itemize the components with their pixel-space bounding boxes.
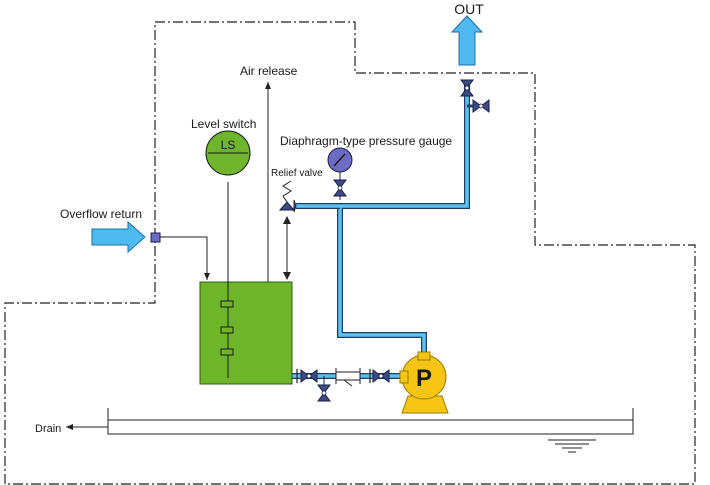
pipe-network [292, 82, 470, 379]
ls-label: LS [221, 138, 236, 152]
level-switch-label: Level switch [191, 117, 256, 131]
bypass-valve [472, 99, 490, 113]
level-switch-icon [205, 130, 251, 176]
drain-trough [107, 408, 634, 435]
gate-valve-icon [300, 369, 318, 383]
drain-label: Drain [35, 423, 61, 435]
pump-icon [399, 351, 449, 414]
discharge-valve [460, 79, 474, 97]
drain-valve [317, 384, 331, 402]
pressure-gauge-icon [327, 147, 353, 173]
suction-valve [372, 369, 390, 383]
pump-label: P [416, 365, 432, 392]
air-release-label: Air release [240, 64, 298, 78]
arrow-out-icon [450, 15, 484, 66]
level-switch-floats [220, 182, 234, 378]
overflow-return-label: Overflow return [60, 207, 142, 221]
flange-marks [296, 369, 371, 383]
enclosure-boundary [4, 21, 696, 485]
gauge-valve [333, 179, 347, 197]
strainer-icon [335, 368, 361, 387]
ground-icon [548, 439, 596, 453]
gauge-label: Diaphragm-type pressure gauge [280, 134, 452, 148]
relief-valve-icon [278, 180, 297, 213]
tank [199, 281, 293, 385]
out-label: OUT [454, 1, 484, 17]
overflow-junction [150, 232, 161, 243]
relief-valve-label: Relief valve [271, 168, 323, 179]
arrow-in-icon [91, 220, 146, 254]
overflow-line [160, 236, 210, 280]
